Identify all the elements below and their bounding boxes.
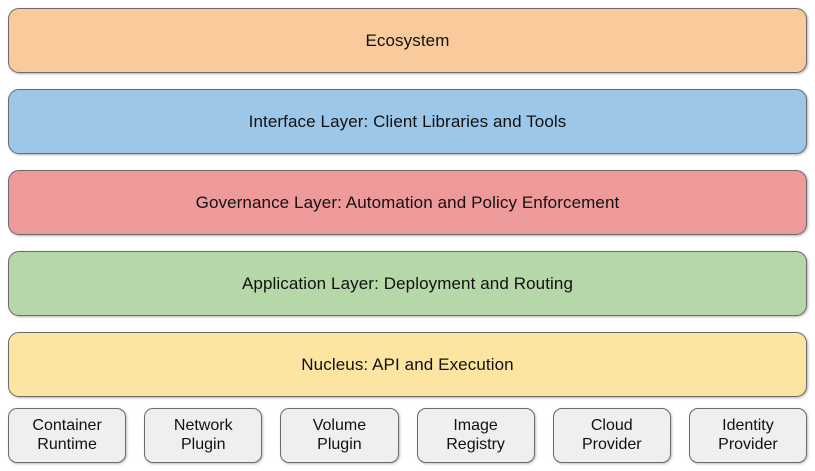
component-box-network-plugin[interactable]: Network Plugin: [144, 408, 263, 463]
layer-label-interface-layer: Interface Layer: Client Libraries and To…: [248, 111, 567, 131]
component-label-cloud-provider: Cloud Provider: [581, 416, 642, 453]
component-label-image-registry: Image Registry: [446, 416, 505, 453]
component-box-volume-plugin[interactable]: Volume Plugin: [280, 408, 399, 463]
component-label-identity-provider: Identity Provider: [718, 416, 778, 453]
layer-label-ecosystem: Ecosystem: [365, 30, 450, 50]
layer-label-governance-layer: Governance Layer: Automation and Policy …: [195, 192, 620, 212]
layer-box-ecosystem[interactable]: Ecosystem: [8, 8, 807, 73]
component-box-identity-provider[interactable]: Identity Provider: [688, 408, 808, 463]
layer-box-application-layer[interactable]: Application Layer: Deployment and Routin…: [8, 251, 807, 316]
layer-stack: Ecosystem Interface Layer: Client Librar…: [8, 8, 807, 397]
layer-label-application-layer: Application Layer: Deployment and Routin…: [241, 273, 574, 293]
component-label-network-plugin: Network Plugin: [173, 416, 233, 453]
component-box-container-runtime[interactable]: Container Runtime: [8, 408, 127, 463]
layer-box-interface-layer[interactable]: Interface Layer: Client Libraries and To…: [8, 89, 807, 154]
layer-box-nucleus[interactable]: Nucleus: API and Execution: [8, 332, 807, 397]
layer-box-governance-layer[interactable]: Governance Layer: Automation and Policy …: [8, 170, 807, 235]
component-label-container-runtime: Container Runtime: [32, 416, 102, 453]
component-box-image-registry[interactable]: Image Registry: [416, 408, 535, 463]
component-box-cloud-provider[interactable]: Cloud Provider: [552, 408, 671, 463]
layer-label-nucleus: Nucleus: API and Execution: [301, 354, 514, 374]
component-label-volume-plugin: Volume Plugin: [312, 416, 367, 453]
component-row: Container Runtime Network Plugin Volume …: [8, 408, 808, 463]
